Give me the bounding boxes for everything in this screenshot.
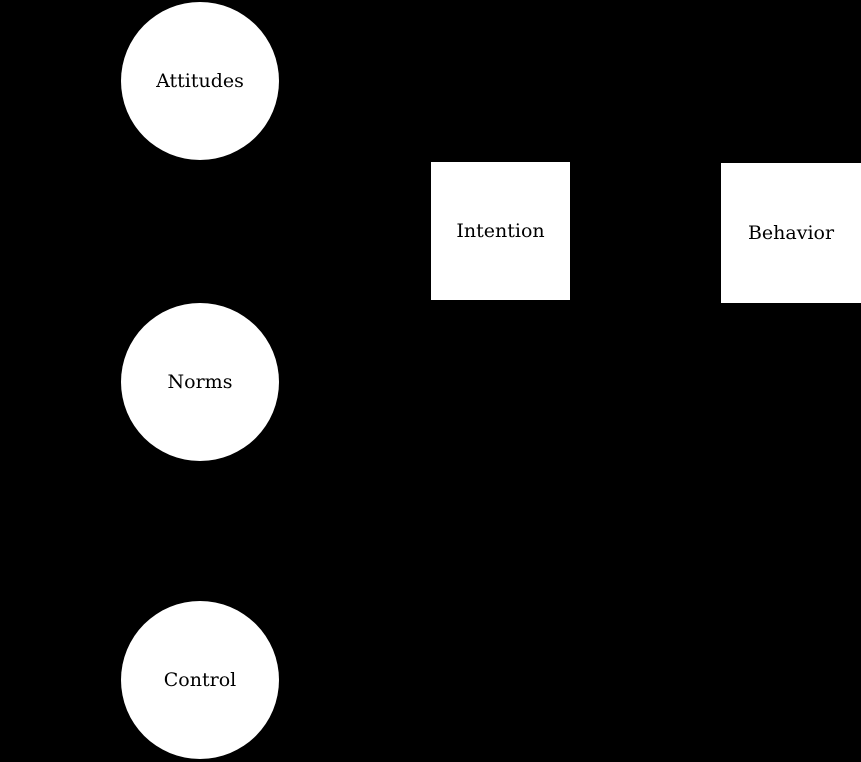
node-control: Control — [121, 601, 279, 759]
node-norms: Norms — [121, 303, 279, 461]
node-control-label: Control — [163, 668, 237, 691]
node-behavior: Behavior — [721, 163, 861, 303]
node-norms-label: Norms — [167, 370, 233, 393]
node-behavior-label: Behavior — [747, 221, 835, 244]
node-attitudes: Attitudes — [121, 2, 279, 160]
node-intention-label: Intention — [456, 219, 545, 242]
node-intention: Intention — [431, 162, 570, 300]
node-attitudes-label: Attitudes — [156, 69, 244, 92]
